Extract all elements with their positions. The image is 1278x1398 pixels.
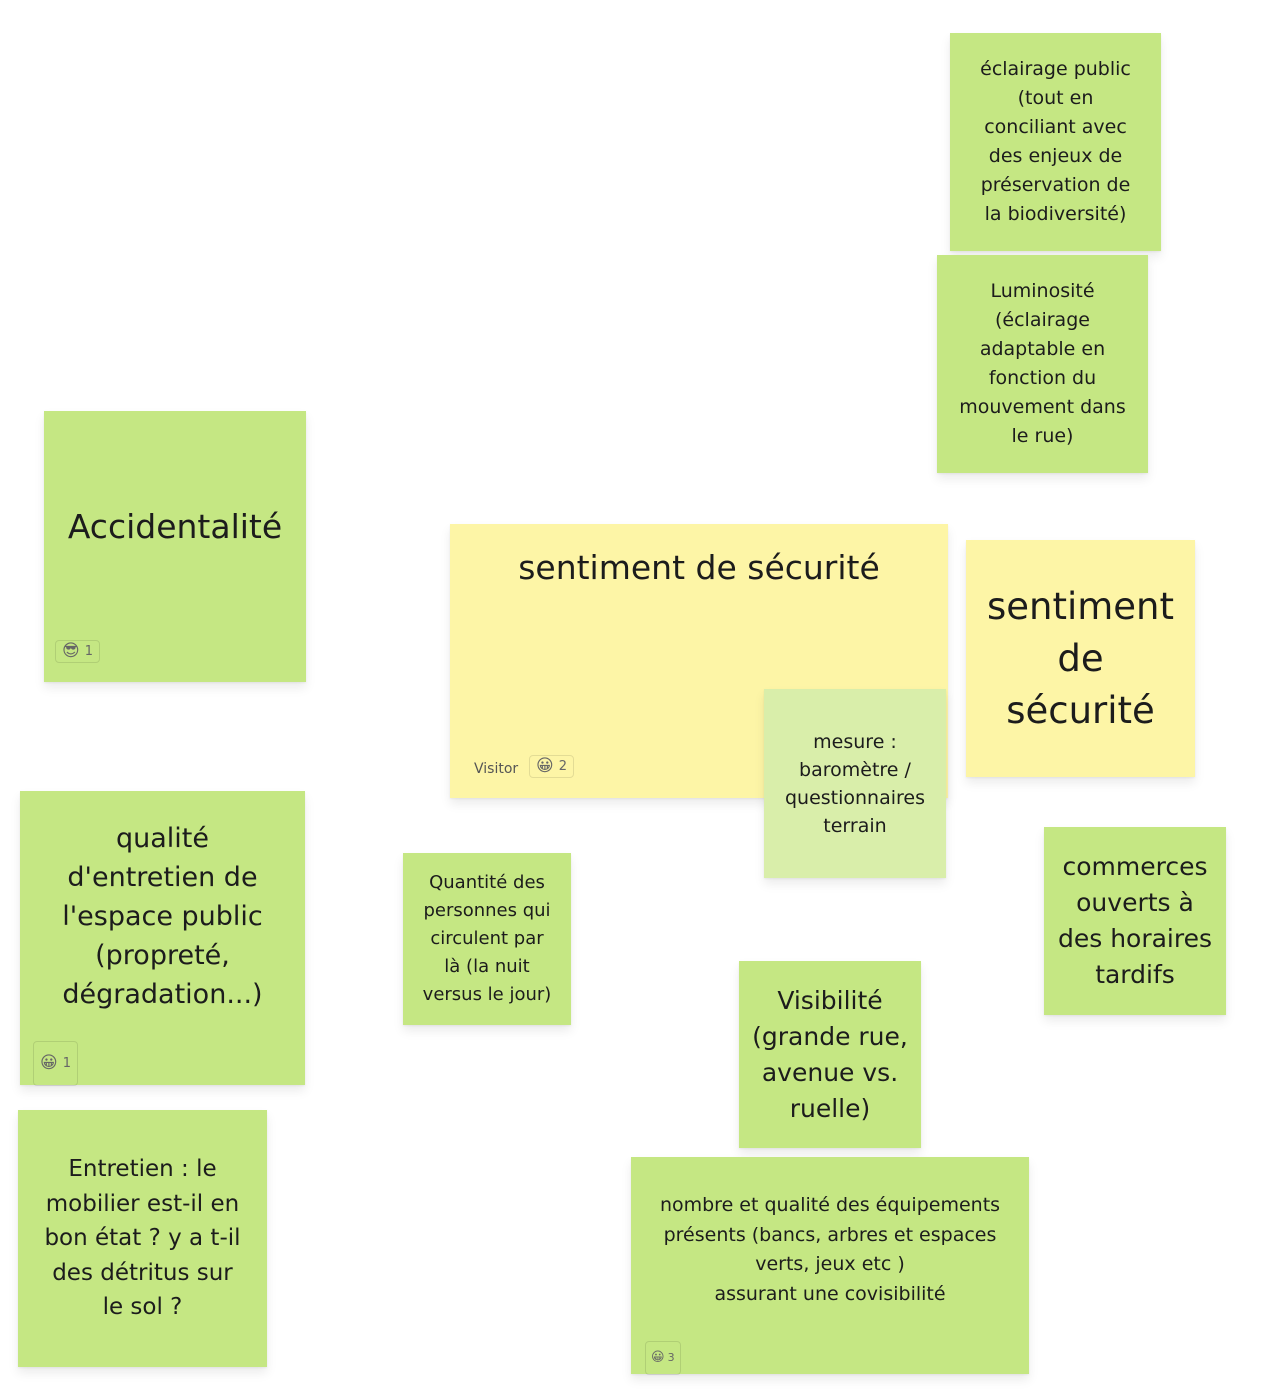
note-text: Luminosité (éclairage adaptable en fonct… (959, 280, 1126, 447)
author-label: Visitor (474, 761, 519, 777)
grinning-emoji-icon: 😀 (651, 1350, 665, 1366)
note-text: mesure : baromètre / questionnaires terr… (784, 730, 926, 837)
note-text: Entretien : le mobilier est-il en bon ét… (44, 1156, 241, 1321)
sticky-note-accidentalite[interactable]: Accidentalité 😎 1 (44, 411, 306, 682)
sticky-note-visibilite[interactable]: Visibilité (grande rue, avenue vs. ruell… (739, 961, 921, 1148)
sticky-note-quantite[interactable]: Quantité des personnes qui circulent par… (403, 853, 571, 1025)
reaction-count: 1 (62, 1056, 72, 1071)
reaction-count: 3 (667, 1351, 675, 1364)
sticky-note-qualite[interactable]: qualité d'entretien de l'espace public (… (20, 791, 305, 1086)
note-text: sentiment de sécurité (518, 548, 880, 587)
sticky-note-sentiment-small[interactable]: sentiment de sécurité (966, 540, 1195, 777)
reaction-badge[interactable]: 😀 1 (33, 1041, 79, 1086)
reaction-count: 2 (558, 759, 568, 774)
sticky-note-eclairage[interactable]: éclairage public (tout en conciliant ave… (950, 33, 1161, 251)
grinning-emoji-icon: 😀 (536, 756, 554, 776)
sunglasses-emoji-icon: 😎 (62, 641, 80, 661)
note-text: éclairage public (tout en conciliant ave… (980, 58, 1131, 225)
note-text: commerces ouverts à des horaires tardifs (1057, 852, 1213, 989)
note-text: sentiment de sécurité (986, 584, 1175, 732)
sticky-note-nombre[interactable]: nombre et qualité des équipements présen… (631, 1157, 1029, 1375)
reaction-count: 1 (84, 644, 94, 659)
reaction-badge[interactable]: 😀 2 (529, 755, 575, 778)
note-text: qualité d'entretien de l'espace public (… (62, 823, 263, 1010)
note-text: Quantité des personnes qui circulent par… (422, 872, 552, 1005)
note-text: Visibilité (grande rue, avenue vs. ruell… (752, 985, 908, 1123)
sticky-note-entretien[interactable]: Entretien : le mobilier est-il en bon ét… (18, 1110, 267, 1367)
sticky-note-luminosite[interactable]: Luminosité (éclairage adaptable en fonct… (937, 255, 1148, 473)
note-text: nombre et qualité des équipements présen… (659, 1194, 1001, 1305)
sticky-note-commerces[interactable]: commerces ouverts à des horaires tardifs (1044, 827, 1226, 1015)
grinning-emoji-icon: 😀 (40, 1053, 58, 1073)
note-text: Accidentalité (67, 507, 283, 546)
reaction-badge[interactable]: 😀 3 (645, 1341, 681, 1375)
reaction-badge[interactable]: 😎 1 (55, 640, 101, 663)
sticky-note-mesure[interactable]: mesure : baromètre / questionnaires terr… (764, 689, 946, 878)
sticky-note-sentiment-main[interactable]: sentiment de sécurité Visitor 😀 2 (450, 524, 948, 798)
